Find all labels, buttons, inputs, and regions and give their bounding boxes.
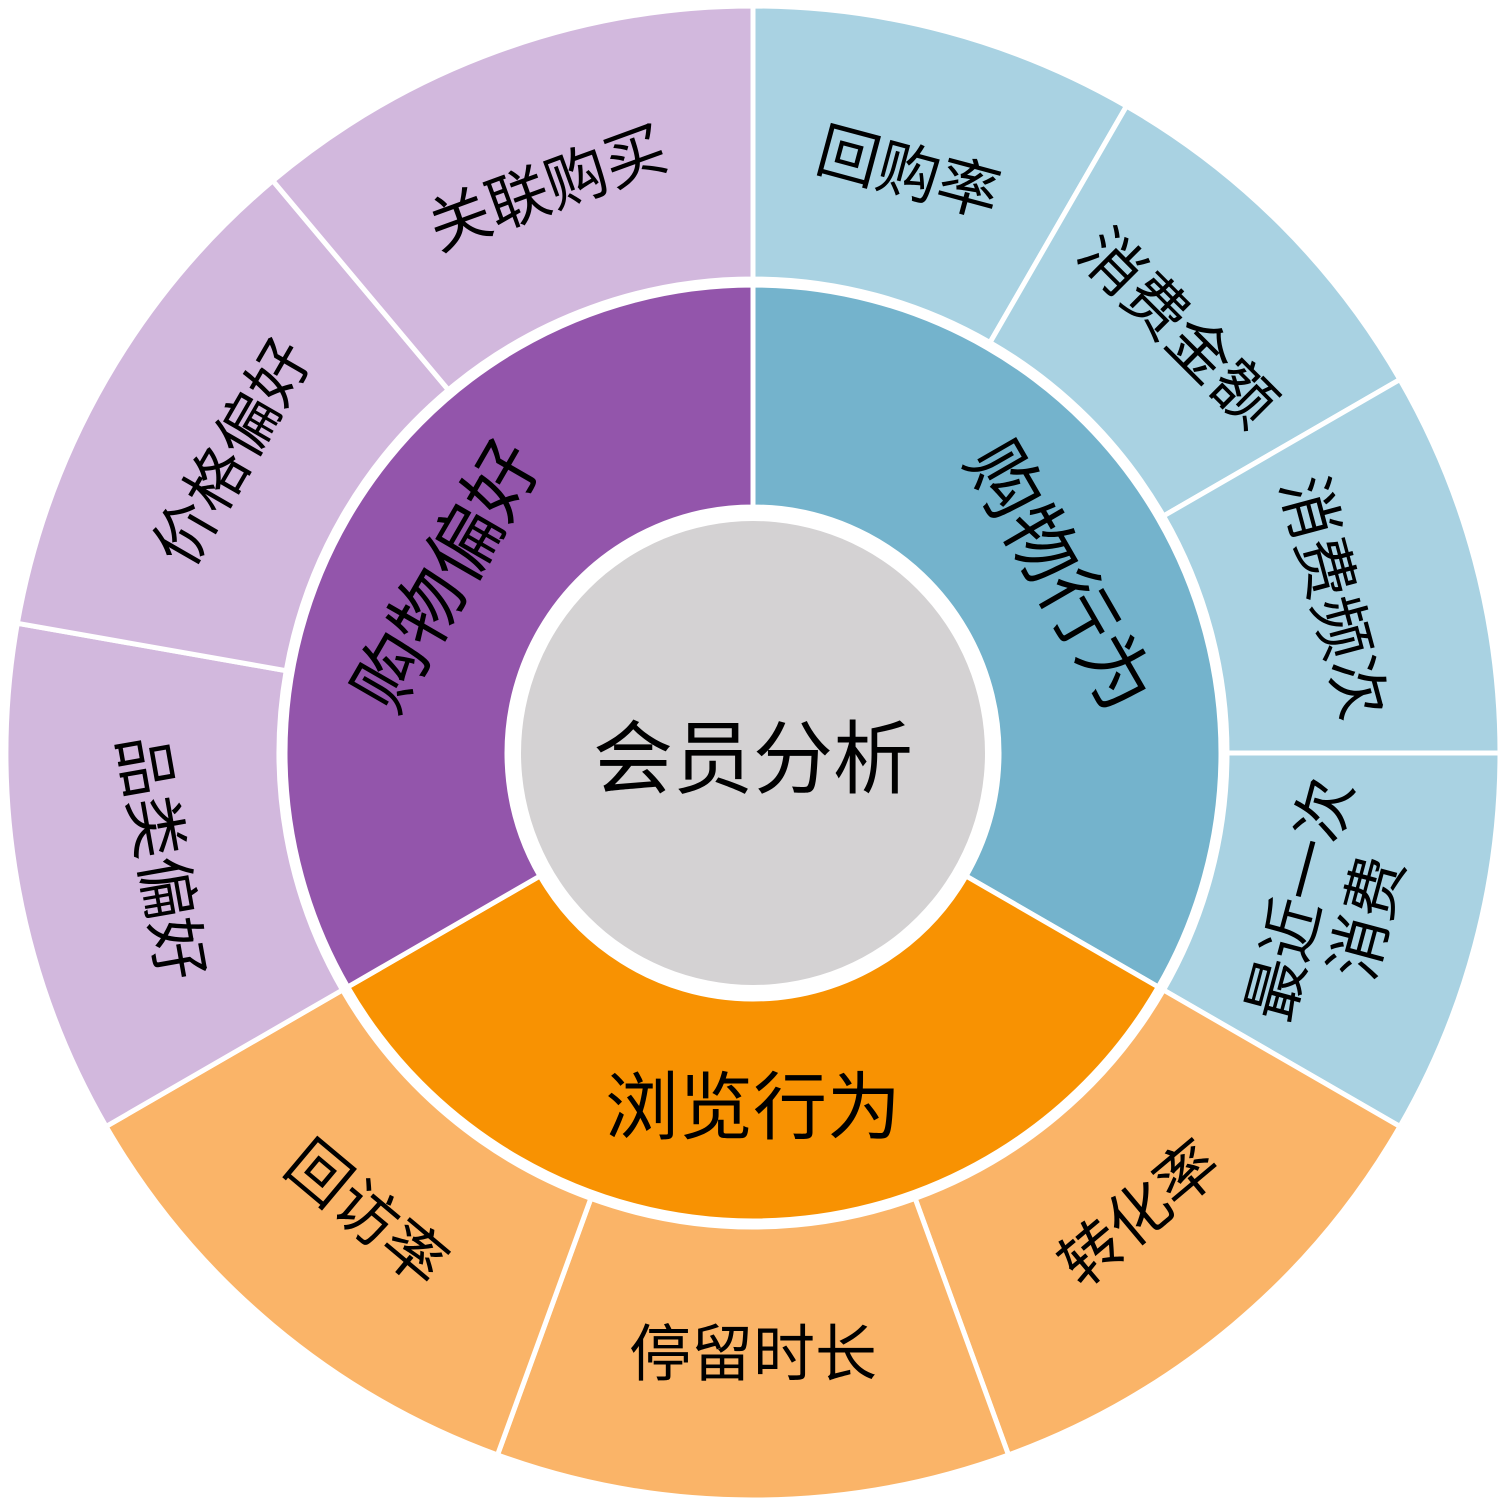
outer-segment-label: 停留时长 [629, 1321, 877, 1390]
inner-segment-label: 浏览行为 [605, 1066, 901, 1149]
inner-ring-segment [750, 282, 1224, 991]
center-circle [521, 521, 985, 985]
inner-ring-segment [282, 282, 756, 991]
outer-ring-segment [269, 3, 756, 394]
inner-ring-segment [344, 872, 1162, 1224]
